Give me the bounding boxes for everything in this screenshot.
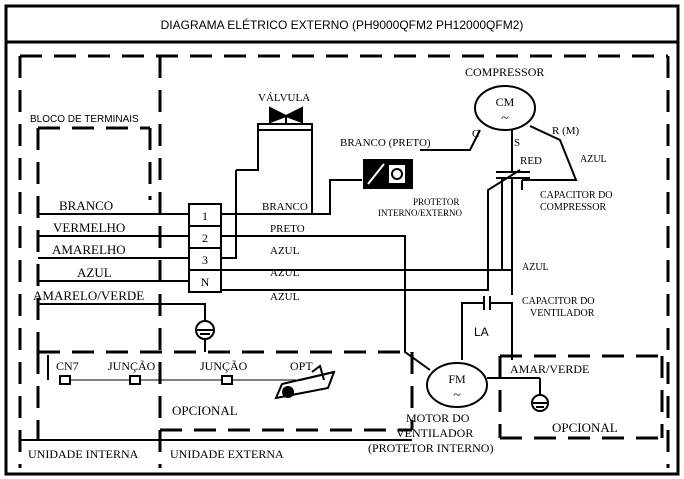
fan-motor-fm: FM (448, 372, 466, 386)
cn7-connector (47, 355, 300, 385)
compressor-red: RED (520, 155, 542, 167)
ground-icon-right (487, 377, 549, 412)
bloco-terminais-label: BLOCO DE TERMINAIS (30, 114, 139, 125)
capacitor-compressor-line2: COMPRESSOR (540, 202, 606, 213)
terminal-3: 3 (202, 253, 208, 267)
right-wire-azul-3: AZUL (270, 291, 300, 303)
capacitor-fan-line1: CAPACITOR DO (522, 296, 595, 307)
right-wire-azul-2: AZUL (270, 267, 300, 279)
compressor-c: C (472, 128, 479, 140)
terminal-2: 2 (202, 231, 208, 245)
left-wire-amarelo-verde: AMARELO/VERDE (33, 288, 144, 303)
la-label: LA (474, 325, 489, 339)
branco-preto-label: BRANCO (PRETO) (340, 137, 431, 149)
motor-label-line1: MOTOR DO (406, 411, 470, 425)
left-wire-lines (38, 213, 206, 322)
motor-label-line2: VENTILADOR (396, 426, 473, 440)
right-wire-azul-1: AZUL (270, 245, 300, 257)
cn7-label: CN7 (56, 359, 79, 373)
ground-icon-left (195, 320, 215, 352)
opcional-right-label: OPCIONAL (552, 420, 618, 435)
unidade-interna-label: UNIDADE INTERNA (28, 447, 139, 461)
azul-vertical-label: AZUL (522, 262, 549, 273)
opcional-left-label: OPCIONAL (172, 403, 238, 418)
compressor-cm: CM (496, 95, 515, 109)
left-wire-amarelho: AMARELHO (52, 242, 126, 257)
opt-icon (274, 364, 336, 400)
unidade-externa-label: UNIDADE EXTERNA (170, 447, 284, 461)
terminal-n: N (201, 275, 210, 289)
juncao-1-label: JUNÇÃO (108, 359, 156, 373)
capacitor-fan-line2: VENTILADOR (530, 308, 595, 319)
capacitor-compressor-icon (496, 171, 530, 295)
opt-label: OPT (290, 359, 313, 373)
terminal-block (188, 203, 222, 293)
fan-motor-tilde: ~ (453, 388, 461, 403)
compressor-s: S (514, 137, 520, 149)
left-wire-branco: BRANCO (59, 198, 113, 213)
fan-motor-icon (426, 362, 488, 408)
outer-frame (4, 4, 680, 476)
valve-icon (257, 106, 313, 131)
dashed-frames (18, 54, 670, 468)
compressor-icon (474, 85, 536, 131)
compressor-azul: AZUL (580, 154, 607, 165)
left-wire-vermelho: VERMELHO (53, 220, 125, 235)
capacitor-fan-icon (461, 296, 513, 360)
capacitor-compressor-line1: CAPACITOR DO (540, 190, 613, 201)
protector-line2: INTERNO/EXTERNO (378, 208, 462, 218)
compressor-tilde: ~ (501, 111, 509, 126)
diagram-title: DIAGRAMA ELÉTRICO EXTERNO (PH9000QFM2 PH… (161, 17, 524, 32)
amar-verde-label: AMAR/VERDE (510, 362, 589, 376)
terminal-1: 1 (202, 209, 208, 223)
juncao-2-label: JUNÇÃO (200, 359, 248, 373)
protector-icon (363, 159, 413, 189)
compressor-wires (420, 125, 578, 190)
right-wire-lines (221, 128, 521, 371)
compressor-label: COMPRESSOR (465, 65, 544, 79)
motor-label-line3: (PROTETOR INTERNO) (368, 441, 493, 455)
valve-label: VÁLVULA (258, 92, 310, 104)
right-wire-preto: PRETO (270, 223, 305, 235)
protector-line1: PROTETOR (413, 197, 459, 207)
compressor-r: R (M) (552, 125, 580, 137)
left-wire-azul: AZUL (77, 265, 112, 280)
right-wire-branco: BRANCO (262, 201, 308, 213)
